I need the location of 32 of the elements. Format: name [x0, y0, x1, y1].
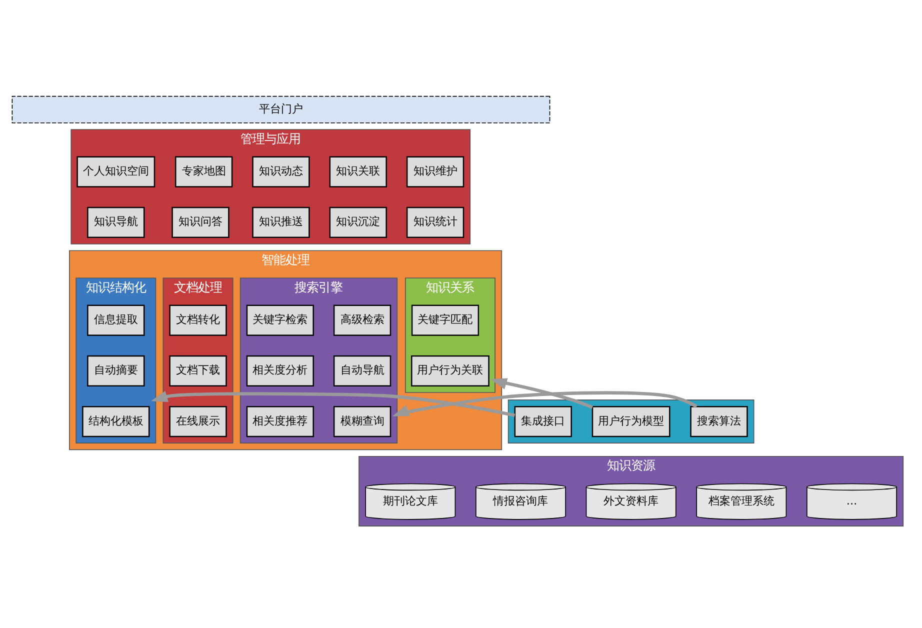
node-box: 知识导航	[87, 206, 145, 238]
node-box: 知识关联	[329, 156, 387, 187]
node-box: 模糊查询	[333, 405, 392, 437]
node-box: 自动摘要	[87, 354, 145, 386]
node-box: 个人知识空间	[76, 156, 156, 187]
node-box: 信息提取	[87, 304, 145, 336]
node-box: 知识动态	[252, 156, 310, 187]
node-box: 高级检索	[333, 304, 392, 336]
node-box: 搜索算法	[690, 405, 748, 437]
node-box: 专家地图	[175, 156, 233, 187]
node-box: 文档转化	[169, 304, 227, 336]
node-box: 相关度推荐	[246, 405, 314, 437]
node-box: 在线展示	[169, 405, 227, 437]
node-box: 自动导航	[333, 354, 392, 386]
node-box: 关键字检索	[246, 304, 314, 336]
node-box: 相关度分析	[246, 354, 314, 386]
arrow	[392, 390, 698, 416]
node-box: 知识问答	[172, 206, 230, 238]
node-box: 用户行为关联	[411, 354, 490, 386]
node-box: 知识沉淀	[329, 206, 387, 238]
node-box: 结构化模板	[82, 405, 150, 437]
cluster	[508, 399, 754, 443]
arrow	[150, 390, 516, 416]
arrow	[490, 378, 594, 408]
node-box: 平台门户	[12, 95, 550, 123]
node-box: 知识维护	[406, 156, 464, 187]
node-box: 文档下载	[169, 354, 227, 386]
node-box: 关键字匹配	[411, 304, 480, 336]
node-box: 集成接口	[514, 405, 572, 437]
node-box: 知识推送	[252, 206, 310, 238]
node-box: 知识统计	[406, 206, 464, 238]
node-box: 用户行为模型	[592, 405, 670, 437]
